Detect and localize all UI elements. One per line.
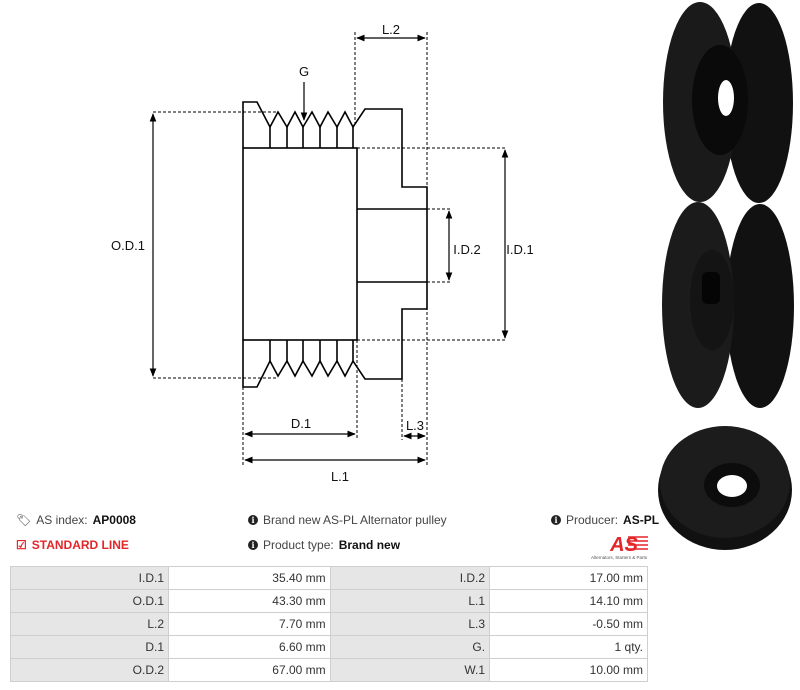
spec-label: W.1 (329, 658, 491, 682)
as-index-value: AP0008 (92, 513, 136, 527)
pulley-dimension-diagram: G L.2 O.D.1 I.D.1 I.D.2 D.1 L.3 L.1 (111, 22, 534, 484)
as-pl-logo: AS Alternators, Starters & Parts (584, 532, 650, 560)
spec-value: 35.40 mm (168, 566, 331, 590)
spec-label: D.1 (10, 635, 169, 659)
tag-icon: 🏷 (16, 513, 32, 527)
photo-pulley-back (663, 2, 793, 203)
product-description: i Brand new AS-PL Alternator pulley (248, 513, 447, 527)
product-photos (658, 2, 794, 550)
label-od1: O.D.1 (111, 238, 145, 253)
info-icon: i (551, 515, 561, 525)
spec-value: 6.60 mm (168, 635, 331, 659)
spec-value: -0.50 mm (489, 612, 648, 636)
dimension-guides (153, 32, 507, 465)
spec-label: G. (329, 635, 491, 659)
info-icon: i (248, 540, 258, 550)
spec-label: O.D.1 (10, 589, 169, 613)
label-g: G (299, 64, 309, 79)
label-l1: L.1 (331, 469, 349, 484)
spec-value: 1 qty. (489, 635, 648, 659)
standard-line-badge: ☑ STANDARD LINE (16, 538, 129, 552)
spec-value: 14.10 mm (489, 589, 648, 613)
photo-pulley-side (658, 426, 792, 550)
dimension-arrows (149, 34, 509, 464)
spec-label: I.D.2 (329, 566, 491, 590)
label-l3: L.3 (406, 418, 424, 433)
as-index: 🏷 AS index: AP0008 (16, 513, 136, 527)
producer: i Producer: AS-PL (551, 513, 659, 527)
checkbox-icon: ☑ (16, 538, 27, 552)
spec-label: O.D.2 (10, 658, 169, 682)
spec-label: L.3 (329, 612, 491, 636)
spec-label: L.2 (10, 612, 169, 636)
spec-label: L.1 (329, 589, 491, 613)
label-d1: D.1 (291, 416, 311, 431)
svg-text:Alternators, Starters & Parts: Alternators, Starters & Parts (591, 555, 648, 560)
spec-value: 17.00 mm (489, 566, 648, 590)
pulley-outline (242, 101, 428, 388)
label-l2: L.2 (382, 22, 400, 37)
product-type: i Product type: Brand new (248, 538, 400, 552)
spec-value: 7.70 mm (168, 612, 331, 636)
spec-value: 67.00 mm (168, 658, 331, 682)
spec-value: 43.30 mm (168, 589, 331, 613)
info-icon: i (248, 515, 258, 525)
photo-pulley-front (662, 202, 794, 408)
spec-label: I.D.1 (10, 566, 169, 590)
svg-text:AS: AS (609, 534, 638, 556)
label-id1: I.D.1 (506, 242, 533, 257)
spec-value: 10.00 mm (489, 658, 648, 682)
label-id2: I.D.2 (453, 242, 480, 257)
